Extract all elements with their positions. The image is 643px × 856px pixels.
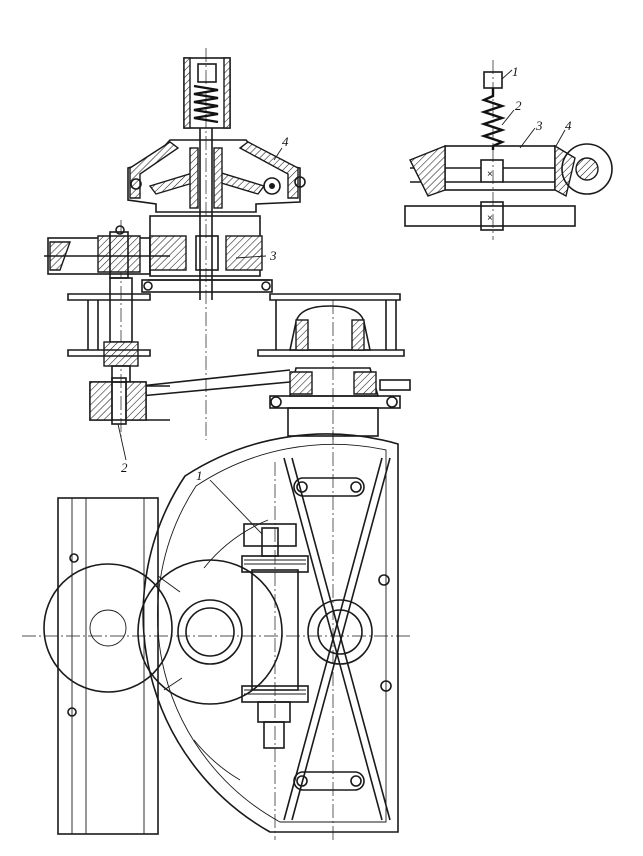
plan-label-1: 1 [196,468,203,483]
friction-roller [137,559,283,705]
governor-coupling [243,523,297,547]
pinion-section [97,235,141,273]
gear-right-section [225,235,263,271]
section-view: 4 3 2 [44,48,411,475]
flywheel-sector [142,433,399,833]
plan-view: 1 [22,430,412,840]
section-label-2: 2 [121,460,128,475]
flywheel-hub [307,599,373,665]
slot-bottom [293,771,365,791]
schematic-spring [480,88,506,150]
schematic-pulley [561,143,613,195]
governor-housing [127,139,301,213]
section-label-3: 3 [269,248,277,263]
schematic-hub [480,159,504,183]
schematic-right-cone [554,144,576,198]
right-flyweight-arm [217,171,266,195]
schematic-label-1: 1 [512,64,519,79]
governor-spring [193,84,219,124]
section-label-4: 4 [282,134,289,149]
svg-text:×: × [487,213,493,224]
left-flyweight-arm [148,171,197,195]
svg-text:×: × [487,169,493,180]
schematic-label-2: 2 [515,98,522,113]
schematic-left-cone [409,144,446,197]
friction-disc [43,563,173,693]
frame-channel [57,497,159,835]
schematic-label-4: 4 [565,118,572,133]
slot-top [293,477,365,497]
flyweight [263,177,281,195]
gear-left-section [149,235,187,271]
schematic-diagram: × × 1 2 3 4 [404,60,613,240]
schematic-label-3: 3 [535,118,543,133]
